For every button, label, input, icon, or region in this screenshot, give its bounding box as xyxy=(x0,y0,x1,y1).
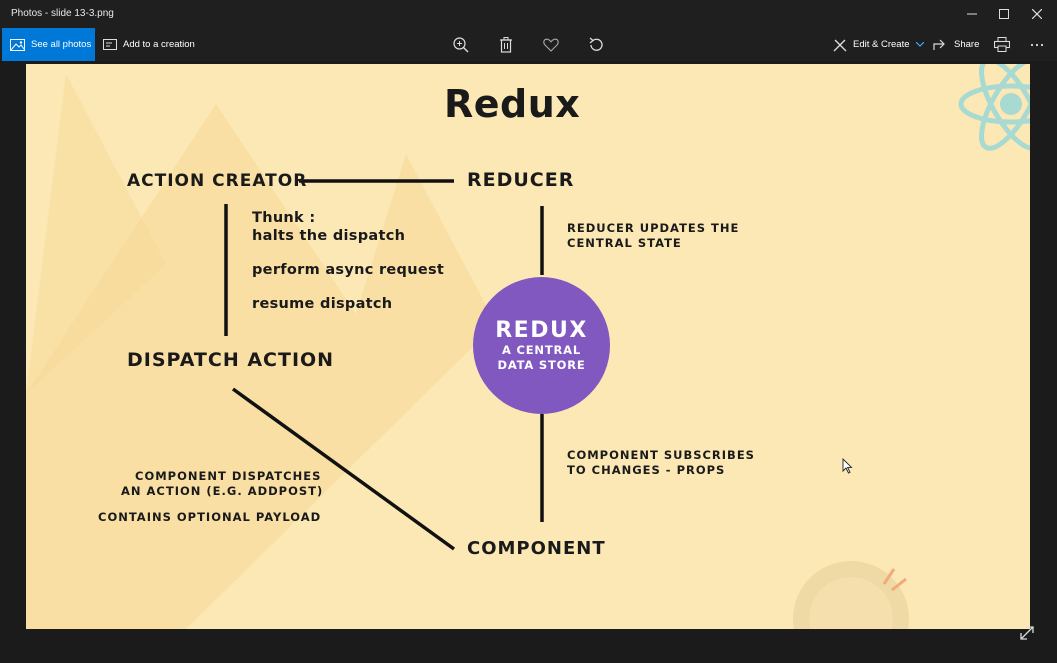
maximize-icon xyxy=(999,9,1009,19)
dispatches-note-line2: AN ACTION (E.G. ADDPOST) xyxy=(121,484,324,498)
mascot-avatar-icon xyxy=(793,561,909,629)
store-title: REDUX xyxy=(495,318,588,343)
more-icon xyxy=(1030,43,1044,46)
maximize-button[interactable] xyxy=(987,0,1021,28)
slide-title: Redux xyxy=(444,82,581,126)
zoom-button[interactable] xyxy=(446,28,476,61)
react-logo-icon xyxy=(958,64,1030,151)
add-to-creation-button[interactable]: Add to a creation xyxy=(103,28,195,61)
edit-create-label: Edit & Create xyxy=(853,39,910,50)
add-to-creation-icon xyxy=(103,38,117,50)
dispatch-action-label: DISPATCH ACTION xyxy=(127,349,335,371)
edit-create-icon xyxy=(833,39,847,51)
print-button[interactable] xyxy=(987,28,1017,61)
expand-icon[interactable] xyxy=(1018,624,1036,642)
see-all-photos-label: See all photos xyxy=(31,39,92,50)
zoom-in-icon xyxy=(453,36,469,52)
slide-background-art xyxy=(26,64,1030,629)
reducer-label: REDUCER xyxy=(467,169,575,191)
thunk-resume-label: resume dispatch xyxy=(252,296,393,312)
chevron-down-icon xyxy=(915,42,924,47)
minimize-icon xyxy=(967,13,977,15)
subscribe-note-line1: COMPONENT SUBSCRIBES xyxy=(567,448,755,462)
action-creator-label: ACTION CREATOR xyxy=(127,171,308,191)
payload-note: CONTAINS OPTIONAL PAYLOAD xyxy=(98,510,322,524)
share-icon xyxy=(933,39,945,50)
dispatches-note-line1: COMPONENT DISPATCHES xyxy=(135,469,322,483)
photos-icon xyxy=(10,38,25,51)
edit-create-button[interactable]: Edit & Create xyxy=(833,28,924,61)
thunk-label: Thunk : xyxy=(252,210,316,226)
window-title: Photos - slide 13-3.png xyxy=(11,8,114,19)
see-all-photos-button[interactable]: See all photos xyxy=(2,28,95,61)
rotate-icon xyxy=(589,37,603,51)
redux-store-circle: REDUX A CENTRAL DATA STORE xyxy=(473,277,610,414)
share-label: Share xyxy=(954,39,980,50)
app-toolbar: See all photos Add to a creation xyxy=(0,28,1057,61)
close-icon xyxy=(1032,9,1042,19)
minimize-button[interactable] xyxy=(955,0,989,28)
component-label: COMPONENT xyxy=(467,538,606,559)
favorite-icon xyxy=(543,38,559,52)
mouse-cursor-icon xyxy=(842,458,853,474)
more-options-button[interactable] xyxy=(1022,28,1052,61)
share-button[interactable]: Share xyxy=(933,28,979,61)
print-icon xyxy=(994,37,1010,52)
favorite-button[interactable] xyxy=(536,28,566,61)
close-button[interactable] xyxy=(1020,0,1054,28)
reducer-note-line1: REDUCER UPDATES THE xyxy=(567,221,740,235)
line-dispatch-component xyxy=(231,387,456,551)
thunk-async-label: perform async request xyxy=(252,262,445,278)
add-to-creation-label: Add to a creation xyxy=(123,39,195,50)
store-line1: A CENTRAL xyxy=(502,343,581,357)
rotate-button[interactable] xyxy=(581,28,611,61)
photo-canvas[interactable]: Redux ACTION CREATOR REDUCER Thunk : hal… xyxy=(26,64,1030,629)
subscribe-note-line2: TO CHANGES - PROPS xyxy=(567,463,726,477)
title-bar: Photos - slide 13-3.png xyxy=(0,0,1057,28)
delete-button[interactable] xyxy=(491,28,521,61)
store-line2: DATA STORE xyxy=(497,358,586,372)
delete-icon xyxy=(500,36,512,53)
reducer-note-line2: CENTRAL STATE xyxy=(567,236,682,250)
thunk-halts-label: halts the dispatch xyxy=(252,228,406,244)
